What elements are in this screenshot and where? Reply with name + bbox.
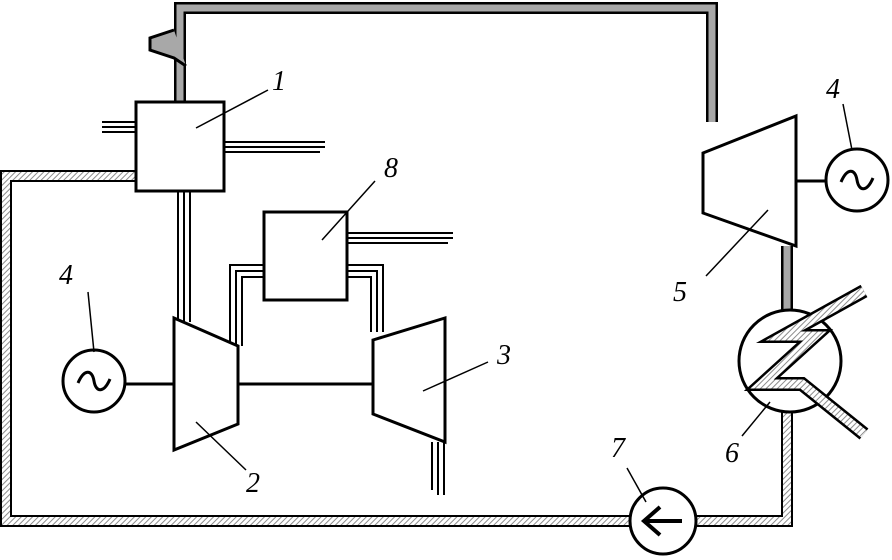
label-unit-8: 8 [384, 153, 398, 184]
steam-pipe [148, 2, 793, 312]
label-gas-turbine: 2 [246, 468, 260, 499]
unit-8-connections [229, 232, 453, 346]
boiler-connections [102, 121, 325, 322]
gas-turbine [172, 315, 240, 453]
label-expander: 3 [496, 340, 511, 371]
water-return-pipe [0, 170, 793, 527]
tilde-icon [839, 169, 875, 191]
label-generator-left: 4 [59, 260, 73, 291]
pump [628, 486, 698, 556]
tilde-icon [76, 370, 112, 392]
boiler-box [134, 100, 226, 193]
condenser [737, 284, 869, 440]
steam-turbine [701, 113, 798, 249]
label-generator-right: 4 [826, 74, 840, 105]
label-boiler: 1 [272, 66, 286, 97]
generator-right [824, 147, 890, 213]
leader-lines [87, 89, 853, 503]
generator-left [61, 348, 127, 414]
label-condenser: 6 [725, 438, 739, 469]
expander [371, 315, 447, 445]
left-arrow-icon [640, 505, 682, 537]
expander-exhaust [431, 442, 445, 495]
label-pump: 7 [611, 433, 626, 464]
label-steam-turbine: 5 [673, 277, 687, 308]
